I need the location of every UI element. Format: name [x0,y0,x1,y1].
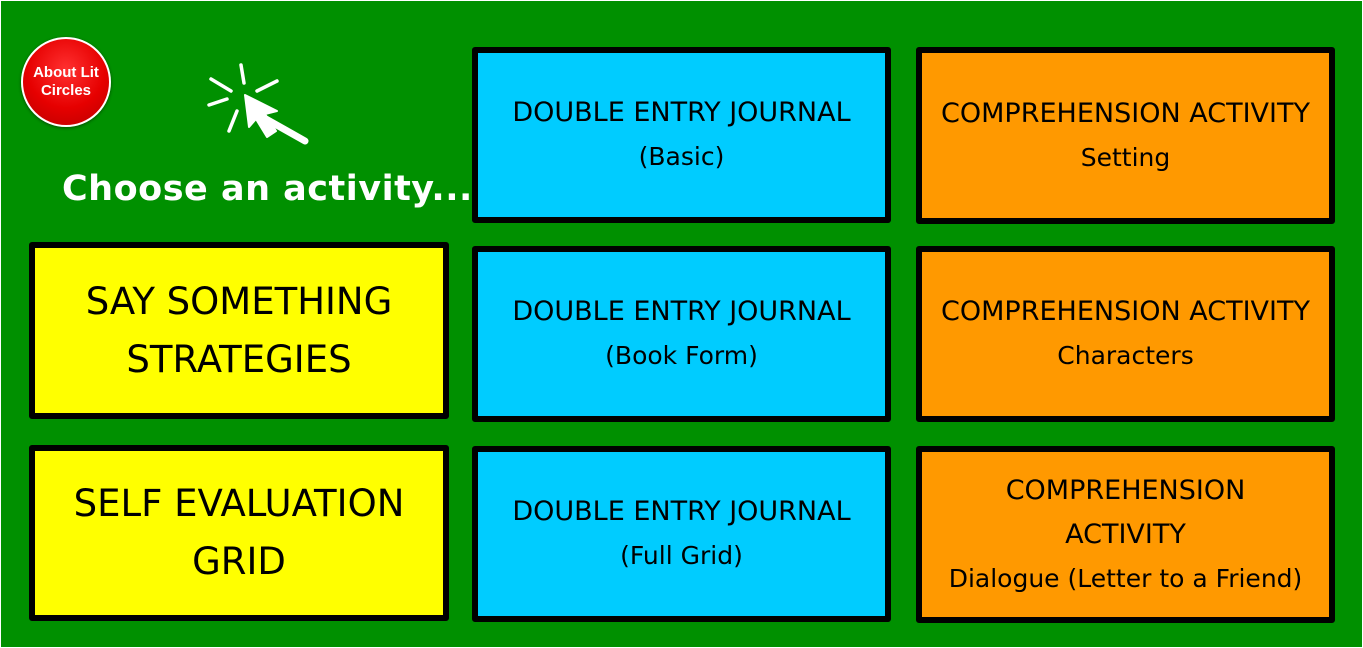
tile-subtitle: Characters [1057,341,1194,370]
tile-title: COMPREHENSION ACTIVITY [941,296,1310,327]
self-evaluation-grid-tile[interactable]: SELF EVALUATION GRID [29,445,449,621]
tile-label-line1: SAY SOMETHING [85,279,393,323]
comprehension-dialogue-tile[interactable]: COMPREHENSION ACTIVITY Dialogue (Letter … [916,446,1335,623]
tile-label-line2: GRID [192,540,286,583]
tile-subtitle: Setting [1080,142,1171,172]
tile-label-line2: STRATEGIES [126,337,352,381]
tile-subtitle: (Basic) [638,142,725,171]
tile-title-line1: COMPREHENSION [1005,474,1246,506]
about-lit-circles-button[interactable]: About Lit Circles [21,37,111,127]
tile-subtitle: (Full Grid) [620,541,743,570]
tile-title: COMPREHENSION ACTIVITY [941,97,1310,129]
tile-title: DOUBLE ENTRY JOURNAL [512,496,851,527]
cursor-click-icon [207,63,309,145]
double-entry-journal-basic-tile[interactable]: DOUBLE ENTRY JOURNAL (Basic) [472,47,891,223]
tile-title: DOUBLE ENTRY JOURNAL [512,296,851,327]
tile-subtitle: Dialogue (Letter to a Friend) [948,563,1303,593]
say-something-strategies-tile[interactable]: SAY SOMETHING STRATEGIES [29,242,449,419]
comprehension-setting-tile[interactable]: COMPREHENSION ACTIVITY Setting [916,47,1335,224]
double-entry-journal-full-grid-tile[interactable]: DOUBLE ENTRY JOURNAL (Full Grid) [472,446,891,622]
tile-title: DOUBLE ENTRY JOURNAL [512,97,851,128]
about-lit-circles-label: About Lit Circles [33,64,99,99]
tile-subtitle: (Book Form) [605,341,758,370]
tile-label-line1: SELF EVALUATION [73,482,405,525]
choose-activity-prompt: Choose an activity... [62,169,473,209]
comprehension-characters-tile[interactable]: COMPREHENSION ACTIVITY Characters [916,246,1335,422]
tile-title-line2: ACTIVITY [1065,518,1186,550]
double-entry-journal-book-form-tile[interactable]: DOUBLE ENTRY JOURNAL (Book Form) [472,246,891,422]
